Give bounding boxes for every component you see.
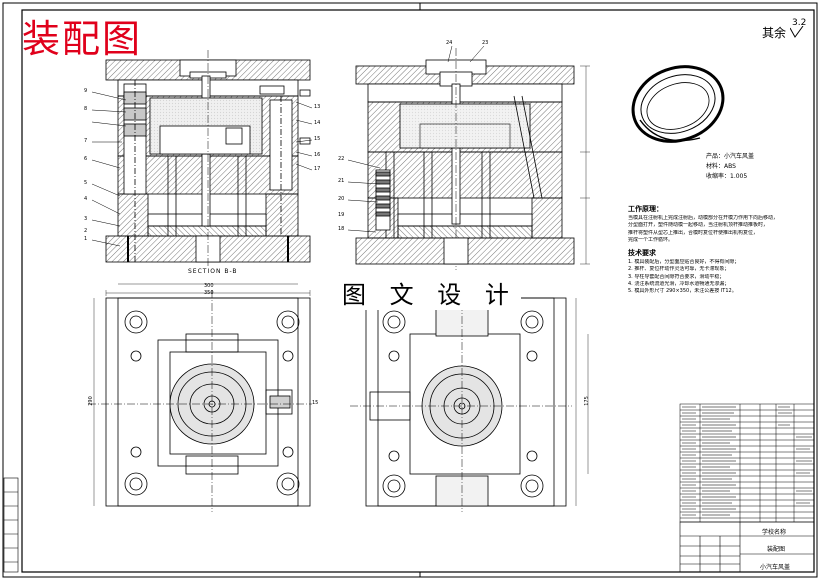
section-label: SECTION B-B <box>188 268 238 275</box>
part-isometric-sketch <box>631 65 725 143</box>
drawing-title: 装配图 <box>22 17 143 61</box>
part-number-label: 23 <box>482 40 489 46</box>
tech-req-line: 4. 浇注系统流道光滑，冷却水道畅通无渗漏； <box>628 280 730 287</box>
tech-req-line: 3. 导柱导套配合间隙符合要求，滑动平稳； <box>628 273 725 280</box>
part-number-label: 2 <box>84 228 88 234</box>
parts-list-table <box>679 403 815 523</box>
side-section-view <box>355 48 575 270</box>
title-block-drawing: 装配图 <box>767 546 786 553</box>
surface-roughness-note: 其余 3.2 <box>762 18 806 41</box>
dimension-top-inner: 350 <box>204 290 214 296</box>
title-block-school: 学校名称 <box>762 529 787 536</box>
tech-req-line: 5. 模具外形尺寸 290×350，未注公差按 IT12。 <box>628 288 737 295</box>
product-material: 材料：ABS <box>706 163 736 170</box>
part-number-label: 1 <box>84 236 88 242</box>
watermark-text: 图 文 设 计 <box>338 275 521 310</box>
inner-border <box>21 9 815 573</box>
part-number-label: 6 <box>84 156 88 162</box>
roughness-value: 3.2 <box>792 18 807 28</box>
front-view-leaders <box>91 91 313 247</box>
product-info: 产品：小汽车风盖 材料：ABS 收缩率：1.005 <box>706 152 754 182</box>
roughness-symbol-icon <box>790 26 804 38</box>
part-number-label: 22 <box>338 156 345 162</box>
part-number-label: 24 <box>446 40 453 46</box>
dimension-side-c: 15 <box>312 400 319 406</box>
part-number-label: 8 <box>84 106 88 112</box>
part-number-label: 20 <box>338 196 345 202</box>
part-number-label: 7 <box>84 138 88 144</box>
work-process-header: 工作原理： <box>628 205 663 213</box>
part-number-label: 9 <box>84 88 88 94</box>
part-number-label: 17 <box>314 166 321 172</box>
work-process-line: 当模具在注射机上完成注射后，动模部分在开模力作用下向后移动， <box>628 215 779 222</box>
part-number-label: 3 <box>84 216 88 222</box>
work-process-line: 完成一个工作循环。 <box>628 236 674 243</box>
parts-list-entries <box>682 406 812 516</box>
side-view-dimensions <box>580 65 590 265</box>
front-section-view <box>105 50 311 268</box>
part-number-label: 18 <box>338 226 345 232</box>
tech-req-line: 2. 推杆、复位杆动作灵活可靠，无卡滞现象； <box>628 266 730 273</box>
tech-req-header: 技术要求 <box>628 249 656 258</box>
part-number-label: 15 <box>314 136 321 142</box>
roughness-label: 其余 <box>762 26 787 40</box>
part-number-label: 13 <box>314 104 321 110</box>
work-process-line: 分型面打开，塑件随动模一起移动，当注射机顶杆推动推板时， <box>628 222 769 229</box>
left-plan-view <box>88 283 312 512</box>
tech-req-line: 1. 模具装配后，分型面应贴合良好，不得有间隙； <box>628 259 740 266</box>
product-name: 产品：小汽车风盖 <box>706 153 755 160</box>
part-number-label: 14 <box>314 120 321 126</box>
part-number-label: 21 <box>338 178 345 184</box>
part-number-label: 5 <box>84 180 88 186</box>
part-number-label: 19 <box>338 212 345 218</box>
title-block <box>679 521 815 573</box>
product-shrinkage: 收缩率：1.005 <box>706 173 748 180</box>
side-view-leaders <box>347 45 485 233</box>
dimension-side-a: 290 <box>87 396 94 406</box>
left-stamp-column <box>3 477 19 573</box>
right-plan-view <box>350 290 589 512</box>
notes-panel: 工作原理： 当模具在注射机上完成注射后，动模部分在开模力作用下向后移动， 分型面… <box>628 205 810 295</box>
title-block-part-name: 小汽车风盖 <box>760 564 791 571</box>
dimension-side-b: 175 <box>583 396 590 406</box>
part-number-label: 16 <box>314 152 321 158</box>
work-process-line: 推杆将塑件从型芯上推出，合模时复位杆使推出机构复位， <box>628 229 759 236</box>
dimension-top-outer: 300 <box>204 283 214 289</box>
part-number-label: 4 <box>84 196 88 202</box>
